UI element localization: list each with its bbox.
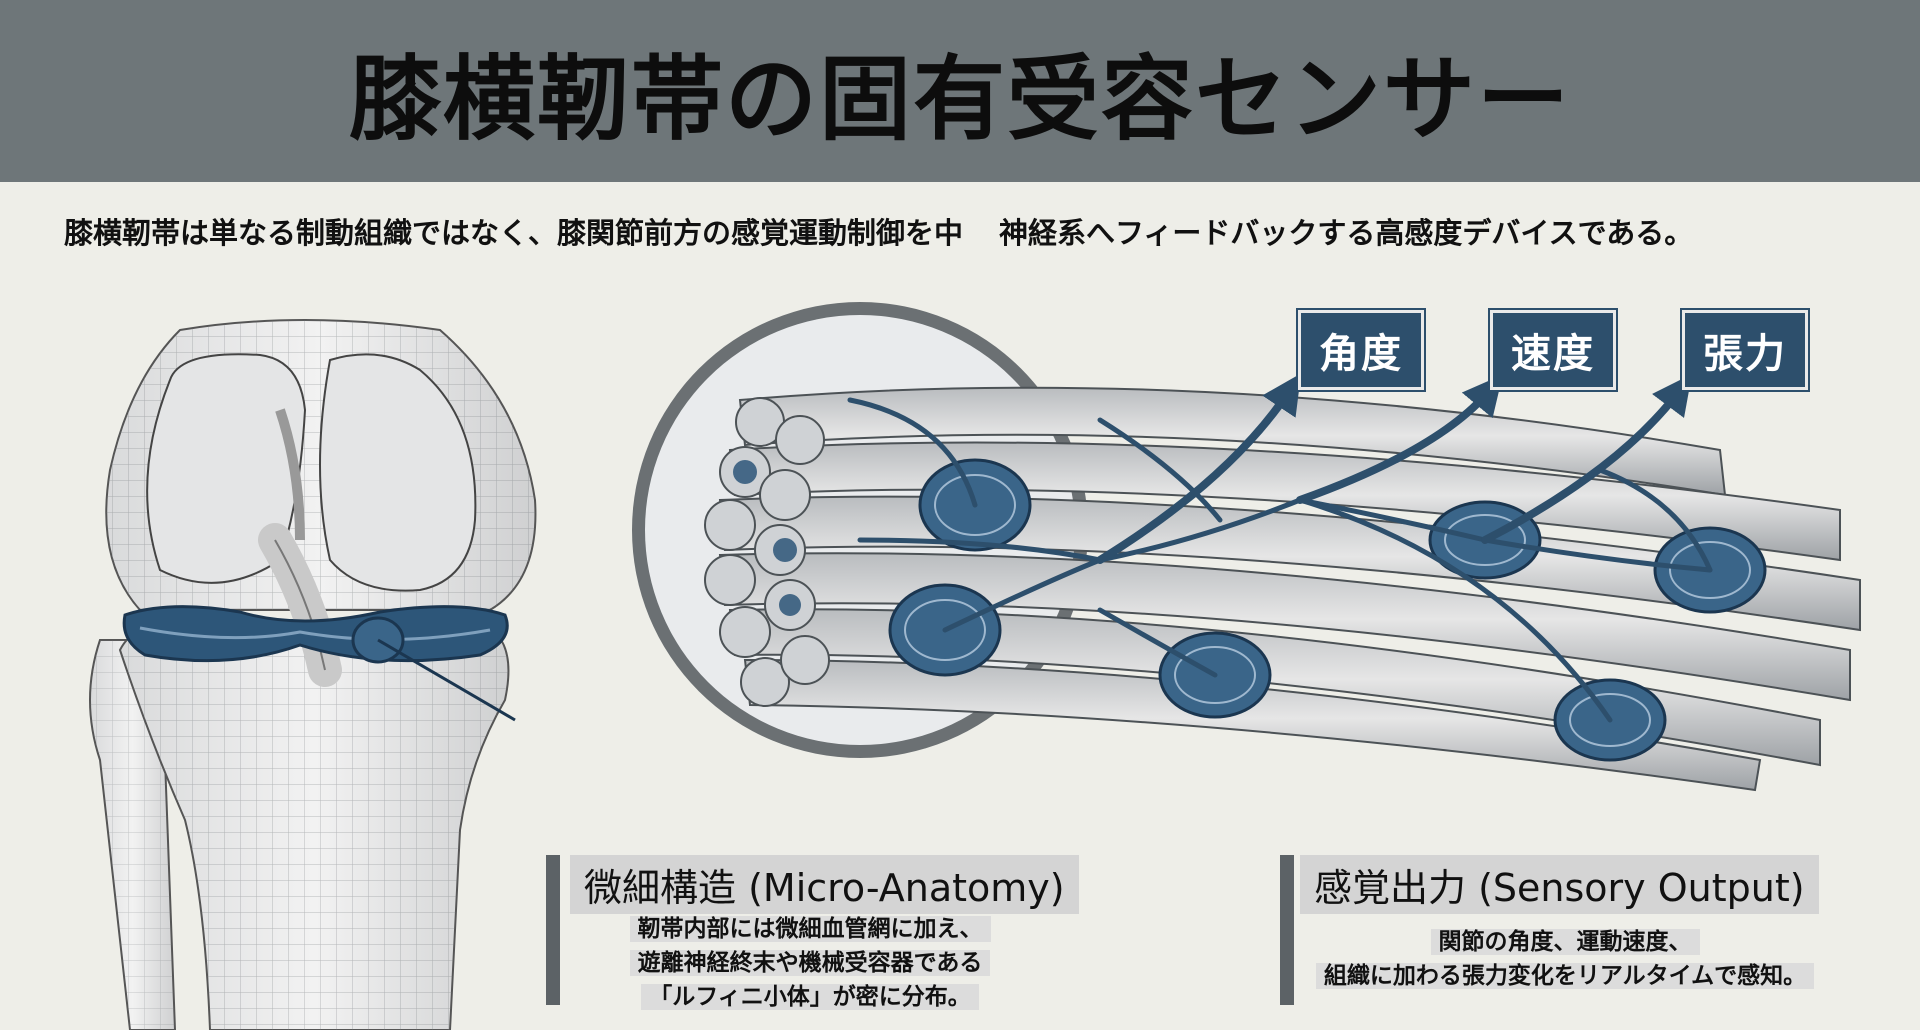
panel-right-title: 感覚出力 (Sensory Output)	[1300, 855, 1819, 914]
subtitle: 膝横靭帯は単なる制動組織ではなく、膝関節前方の感覚運動制御を中 神経系へフィードバ…	[64, 210, 1864, 252]
panel-left-line-2: 遊離神経終末や機械受容器である	[629, 950, 991, 976]
pointer-line	[377, 638, 516, 722]
label-velocity: 速度	[1490, 310, 1616, 390]
subtitle-part-2: 神経系へフィードバックする高感度デバイスである。	[999, 216, 1694, 250]
label-angle: 角度	[1298, 310, 1424, 390]
lateral-condyle	[319, 353, 477, 592]
panel-right-line-2: 組織に加わる張力変化をリアルタイムで感知。	[1315, 963, 1815, 989]
medial-condyle	[146, 353, 307, 584]
panel-right-bar	[1280, 855, 1294, 1005]
nerve-fibers	[847, 397, 1713, 723]
knee-joint	[89, 319, 537, 1030]
panel-right-body: 関節の角度、運動速度、 組織に加わる張力変化をリアルタイムで感知。	[1300, 925, 1830, 993]
subtitle-part-1: 膝横靭帯は単なる制動組織ではなく、膝関節前方の感覚運動制御を中	[64, 216, 964, 250]
label-tension: 張力	[1682, 310, 1808, 390]
header-bar: 膝横靭帯の固有受容センサー	[0, 0, 1920, 182]
panel-left-bar	[546, 855, 560, 1005]
magnified-fiber-bundle	[632, 302, 1861, 792]
panel-right-line-1: 関節の角度、運動速度、	[1430, 929, 1700, 955]
panel-left-title: 微細構造 (Micro-Anatomy)	[570, 855, 1079, 914]
page-title: 膝横靭帯の固有受容センサー	[348, 45, 1571, 153]
panel-left-body: 靭帯内部には微細血管網に加え、 遊離神経終末や機械受容器である 「ルフィニ小体」…	[580, 912, 1040, 1014]
panel-left-line-1: 靭帯内部には微細血管網に加え、	[629, 916, 991, 942]
signal-arrows	[1096, 373, 1693, 564]
panel-left-line-3: 「ルフィニ小体」が密に分布。	[641, 984, 979, 1010]
